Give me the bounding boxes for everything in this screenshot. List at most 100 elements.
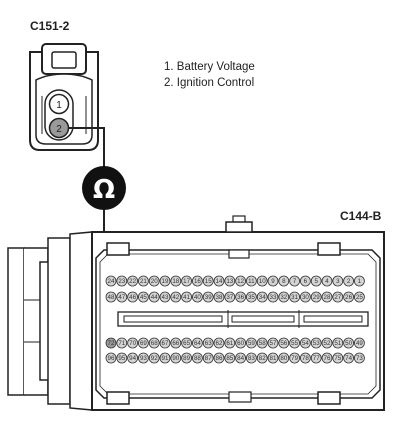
c151-pin-1-label: 1 [56, 100, 62, 111]
c144-pin [202, 291, 214, 303]
c144-pin-label: 12 [237, 278, 244, 285]
c144-pin [256, 337, 268, 349]
c144-pin-label: 32 [280, 294, 287, 301]
c144-pin-label: 24 [108, 278, 115, 285]
c144-pin-label: 17 [183, 278, 190, 285]
c144-pin-label: 25 [356, 294, 363, 301]
c144-pin [267, 352, 279, 364]
connector-top-id: C151-2 [30, 19, 70, 33]
c144-pin-label: 40 [194, 294, 201, 301]
c144-pin [321, 352, 333, 364]
c144-pin-label: 36 [237, 294, 244, 301]
c144-pin [332, 291, 344, 303]
c144-pin [191, 352, 203, 364]
c144-pin [299, 275, 311, 287]
c144-pin-label: 94 [129, 355, 136, 362]
c144-pin [289, 352, 301, 364]
legend-item-1: 1. Battery Voltage [164, 61, 255, 73]
c144-pin-label: 65 [183, 340, 190, 347]
c144-pin-label: 62 [216, 340, 223, 347]
c144-pin-label: 58 [259, 340, 266, 347]
c144-pin-label: 85 [226, 355, 233, 362]
c144-pin-label: 47 [118, 294, 125, 301]
c144-pin [105, 352, 117, 364]
c144-pin [353, 337, 365, 349]
c144-pin-label: 75 [334, 355, 341, 362]
c144-pin [299, 291, 311, 303]
c144-pin-label: 30 [302, 294, 309, 301]
c144-pin [256, 352, 268, 364]
c144-pin-label: 15 [205, 278, 212, 285]
c144-pin-label: 10 [259, 278, 266, 285]
c144-pin-label: 2 [347, 278, 351, 285]
c144-pin-label: 84 [237, 355, 244, 362]
legend-item-2: 2. Ignition Control [164, 77, 254, 89]
c144-pin [105, 275, 117, 287]
c144-pin-label: 78 [302, 355, 309, 362]
c144-pin-label: 71 [118, 340, 125, 347]
c144-pin [310, 352, 322, 364]
c144-pin-label: 38 [216, 294, 223, 301]
c144-pin [343, 291, 355, 303]
c144-pin-label: 31 [291, 294, 298, 301]
c144-pin [299, 352, 311, 364]
c144-pin [289, 291, 301, 303]
c144-pin-label: 63 [205, 340, 212, 347]
c144-pin-label: 83 [248, 355, 255, 362]
c144-pin [299, 337, 311, 349]
c144-pin-label: 14 [216, 278, 223, 285]
c144-pin-label: 50 [345, 340, 352, 347]
c144-pin [353, 291, 365, 303]
c144-pin-label: 28 [324, 294, 331, 301]
c144-pin [181, 275, 193, 287]
c144-pin [332, 352, 344, 364]
c144-pin-label: 16 [194, 278, 201, 285]
c144-pin-label: 42 [172, 294, 179, 301]
c144-pin [310, 337, 322, 349]
c144-pin-label: 23 [118, 278, 125, 285]
c144-pin [245, 352, 257, 364]
c144-pin [127, 275, 139, 287]
c144-pin-label: 88 [194, 355, 201, 362]
ohmmeter-icon: Ω [82, 166, 126, 210]
c144-pin [116, 352, 128, 364]
c144-pin [159, 291, 171, 303]
c144-pin [170, 291, 182, 303]
c144-pin-label: 77 [313, 355, 320, 362]
c144-pin [105, 291, 117, 303]
c144-pin [127, 291, 139, 303]
c144-pin-label: 48 [108, 294, 115, 301]
c144-pin-label: 3 [336, 278, 340, 285]
c144-pin-label: 61 [226, 340, 233, 347]
c144-pin-label: 1 [358, 278, 362, 285]
c144-pin [353, 275, 365, 287]
c144-pin [267, 275, 279, 287]
c144-pin [181, 352, 193, 364]
c144-pin [137, 337, 149, 349]
c144-pin-label: 46 [129, 294, 136, 301]
c144-pin-label: 82 [259, 355, 266, 362]
c144-pin-label: 74 [345, 355, 352, 362]
c144-pin [224, 275, 236, 287]
c151-pin-1 [48, 93, 70, 115]
c144-pin-label: 39 [205, 294, 212, 301]
c144-pin [181, 291, 193, 303]
c144-pin-label: 69 [140, 340, 147, 347]
c144-pin [137, 291, 149, 303]
c144-pin-label: 44 [151, 294, 158, 301]
c144-pin [213, 337, 225, 349]
c144-pin [224, 337, 236, 349]
c144-pin-label: 9 [271, 278, 275, 285]
c144-pin-label: 8 [282, 278, 286, 285]
c144-pin-label: 70 [129, 340, 136, 347]
c144-pin [332, 275, 344, 287]
c144-pin [332, 337, 344, 349]
c144-pin-label: 43 [162, 294, 169, 301]
c144-pin-label: 66 [172, 340, 179, 347]
c144-pin [213, 275, 225, 287]
c144-pin [267, 337, 279, 349]
c144-pin-label: 6 [304, 278, 308, 285]
c144-pin [310, 291, 322, 303]
c144-pin-label: 79 [291, 355, 298, 362]
